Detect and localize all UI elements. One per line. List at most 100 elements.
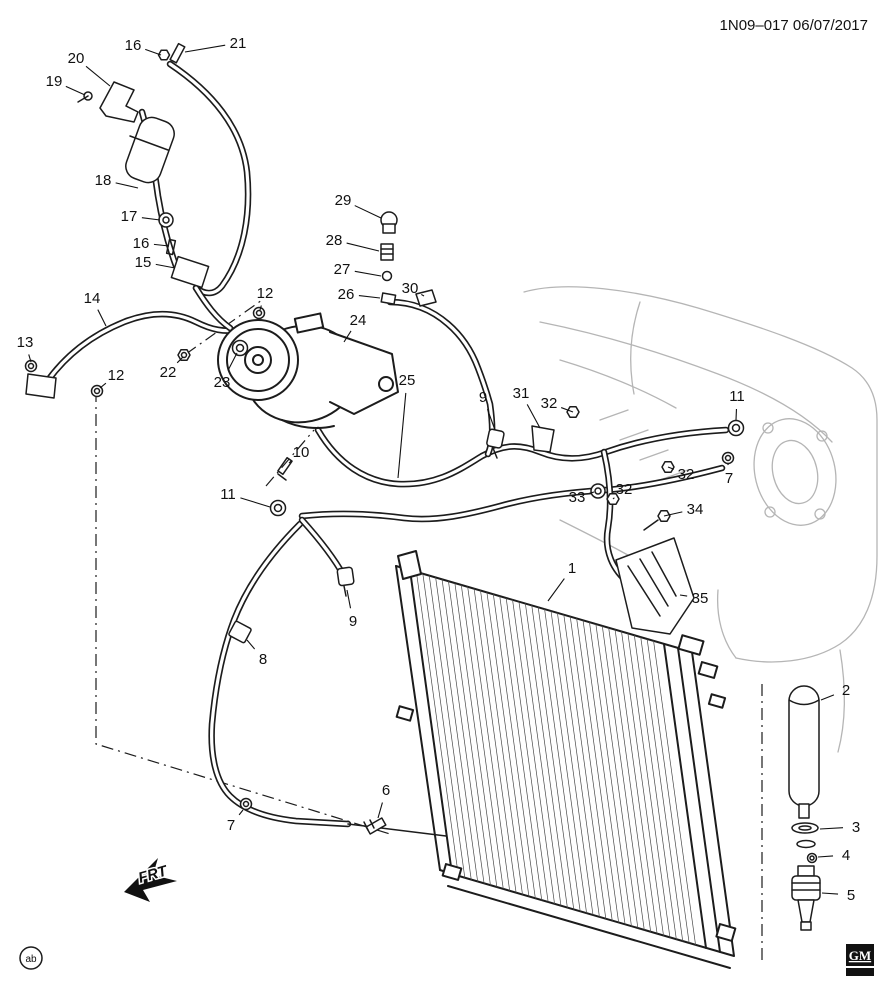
condenser-fin-line — [653, 640, 696, 946]
callout-15-7: 15 — [135, 254, 152, 271]
callout-leader-13-16 — [28, 354, 32, 363]
callout-leader-18-4 — [115, 182, 139, 189]
condenser-fin-line — [505, 597, 549, 903]
compressor-mount — [329, 331, 399, 415]
condenser-fin-line — [563, 614, 607, 920]
callout-22-18: 22 — [160, 364, 177, 381]
callout-leader-3-39 — [819, 827, 844, 830]
receiver-drier-group — [788, 685, 821, 931]
lower-pipe-run — [298, 464, 726, 523]
callout-leader-9-21 — [486, 409, 496, 431]
callout-32-26: 32 — [678, 466, 695, 483]
washers-3 — [791, 822, 819, 849]
callout-leader-32-23 — [560, 407, 574, 413]
condenser-fin-line — [531, 605, 575, 910]
callout-4-40: 4 — [842, 847, 850, 864]
callout-3-39: 3 — [852, 819, 860, 836]
oring-27 — [381, 270, 393, 282]
clamp-9-lower — [336, 566, 355, 597]
compressor-drawing — [217, 312, 399, 429]
callout-leader-30-12 — [421, 293, 425, 297]
callout-leader-23-19 — [227, 352, 238, 371]
boundary-lines — [95, 299, 763, 962]
callout-leader-1-32 — [547, 578, 565, 602]
callout-14-15: 14 — [84, 290, 101, 307]
callout-leader-22-18 — [176, 356, 184, 364]
condenser-fin-line — [544, 608, 587, 914]
frt-arrow-icon — [124, 858, 177, 902]
callout-7-25: 7 — [725, 470, 733, 487]
condenser-fin-line — [537, 606, 581, 912]
callout-leader-7-38 — [238, 809, 244, 816]
discharge-hose-top — [166, 60, 252, 297]
liquid-line — [208, 520, 352, 828]
condenser-fin-line — [467, 586, 511, 892]
callout-27-10: 27 — [334, 261, 351, 278]
screw-19 — [77, 91, 93, 103]
callout-1-32: 1 — [568, 560, 576, 577]
callout-leader-15-7 — [155, 263, 176, 269]
callout-20-2: 20 — [68, 50, 85, 67]
condenser-fin-hatching — [416, 571, 696, 946]
hose-14 — [40, 310, 242, 390]
clamp-11-left — [269, 499, 287, 517]
refrigerant-hoses — [40, 60, 730, 837]
condenser-fin-line — [608, 627, 652, 933]
callout-35-33: 35 — [692, 590, 709, 607]
callout-leader-11-31 — [240, 497, 271, 508]
callout-11-24: 11 — [729, 388, 745, 405]
left-boundary-dashdot — [95, 390, 391, 835]
condenser-fin-line — [614, 629, 658, 934]
callout-7-38: 7 — [227, 817, 235, 834]
bracket-20 — [99, 81, 139, 123]
condenser-fin-line — [460, 584, 504, 890]
end-bracket-13 — [25, 373, 57, 399]
callout-9-34: 9 — [349, 613, 357, 630]
condenser-fin-line — [448, 580, 491, 886]
small-parts — [24, 42, 745, 835]
callout-10-30: 10 — [293, 444, 310, 461]
clamp-11-right — [727, 419, 745, 437]
condenser-fin-line — [601, 625, 645, 931]
callout-26-11: 26 — [338, 286, 355, 303]
bolt-22 — [177, 349, 191, 361]
clamp-8 — [228, 620, 252, 644]
condenser-fin-line — [550, 610, 594, 916]
callout-leader-24-14 — [343, 330, 352, 343]
bracket-31 — [531, 425, 555, 453]
callout-leader-14-15 — [97, 309, 107, 327]
condenser-fin-line — [480, 590, 523, 895]
condenser-feed-line — [347, 823, 447, 837]
callout-leader-28-9 — [346, 242, 380, 252]
callout-leader-32-28 — [612, 497, 615, 500]
callout-leader-16-0 — [145, 48, 162, 56]
strut-tower-outline — [753, 418, 837, 526]
callout-leader-19-3 — [65, 85, 86, 96]
condenser-tank-divider — [663, 643, 707, 949]
suction-hose-25 — [314, 426, 730, 488]
callout-leader-6-37 — [377, 802, 383, 819]
washer-7-lower — [239, 797, 253, 811]
callout-19-3: 19 — [46, 73, 63, 90]
callout-21-1: 21 — [230, 35, 247, 52]
condenser-fin-line — [525, 603, 568, 908]
callout-25-20: 25 — [399, 372, 416, 389]
condenser-fin-line — [557, 612, 600, 918]
stud-10 — [277, 456, 293, 481]
callout-32-23: 32 — [541, 395, 558, 412]
callout-leader-34-29 — [663, 511, 683, 517]
ab-mark: ab — [19, 946, 43, 970]
washer-13 — [24, 359, 38, 373]
washer-12-left — [90, 384, 104, 398]
callout-leader-31-22 — [526, 404, 541, 429]
muffler-band — [129, 135, 169, 151]
condenser-fin-line — [486, 592, 530, 897]
condenser-top-cap — [677, 634, 705, 656]
callout-leader-27-10 — [354, 270, 382, 277]
valve-28 — [380, 243, 394, 261]
joint-33 — [590, 483, 606, 499]
callout-6-37: 6 — [382, 782, 390, 799]
callout-leader-20-2 — [85, 65, 111, 87]
branch-to-condenser-top — [298, 516, 348, 580]
